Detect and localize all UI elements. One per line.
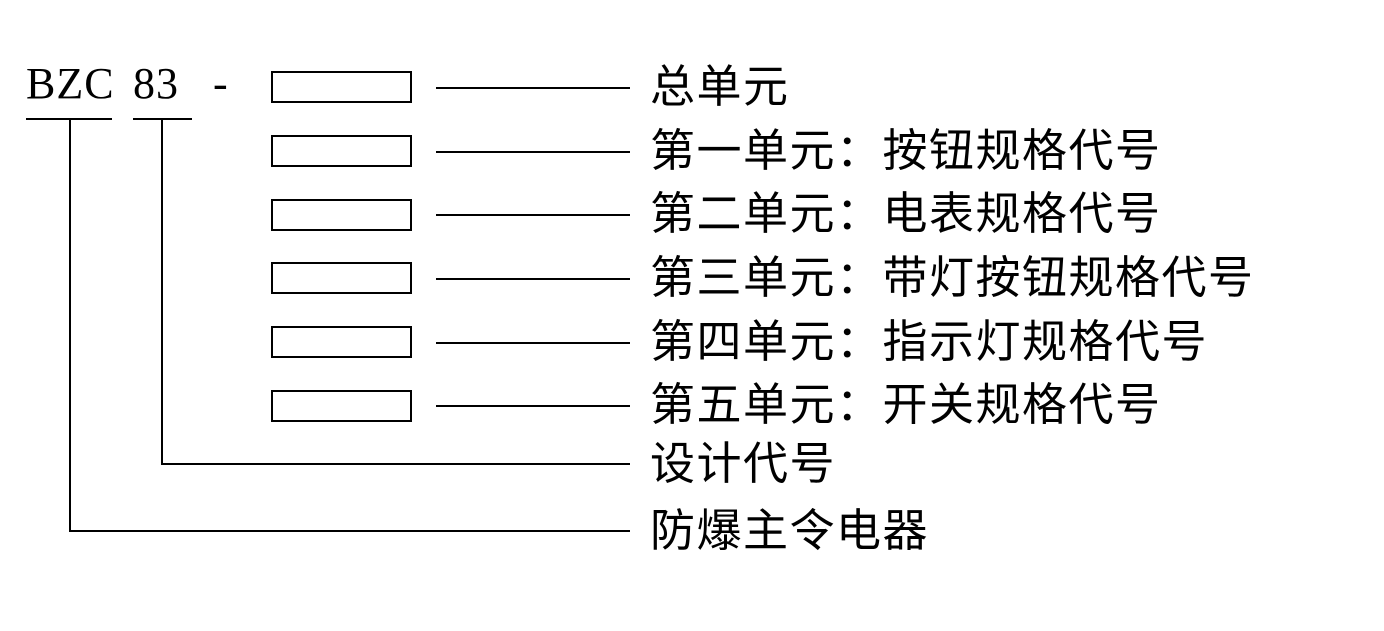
unit-label-0: 总单元 (650, 62, 790, 112)
root-label-product-type: 防爆主令电器 (650, 506, 930, 556)
unit-box-5 (271, 390, 412, 422)
model-design-number: 83 (133, 59, 179, 108)
series-code-connector-line (69, 530, 630, 532)
series-code-drop-line (69, 118, 71, 531)
unit-box-3 (271, 262, 412, 294)
model-code-separator: - (213, 59, 228, 108)
model-series-code: BZC (26, 59, 115, 108)
unit-box-1 (271, 135, 412, 167)
connector-line-4 (436, 342, 630, 344)
design-number-connector-line (161, 463, 630, 465)
connector-line-2 (436, 214, 630, 216)
unit-label-2: 第二单元：电表规格代号 (650, 189, 1162, 239)
design-number-drop-line (161, 118, 163, 464)
unit-box-0 (271, 71, 412, 103)
unit-label-3: 第三单元：带灯按钮规格代号 (650, 253, 1255, 303)
unit-label-4: 第四单元：指示灯规格代号 (650, 317, 1209, 367)
root-label-design-code: 设计代号 (650, 439, 837, 489)
connector-line-0 (436, 87, 630, 89)
unit-box-4 (271, 326, 412, 358)
connector-line-1 (436, 151, 630, 153)
unit-label-5: 第五单元：开关规格代号 (650, 380, 1162, 430)
unit-box-2 (271, 199, 412, 231)
connector-line-5 (436, 405, 630, 407)
connector-line-3 (436, 278, 630, 280)
unit-label-1: 第一单元：按钮规格代号 (650, 126, 1162, 176)
